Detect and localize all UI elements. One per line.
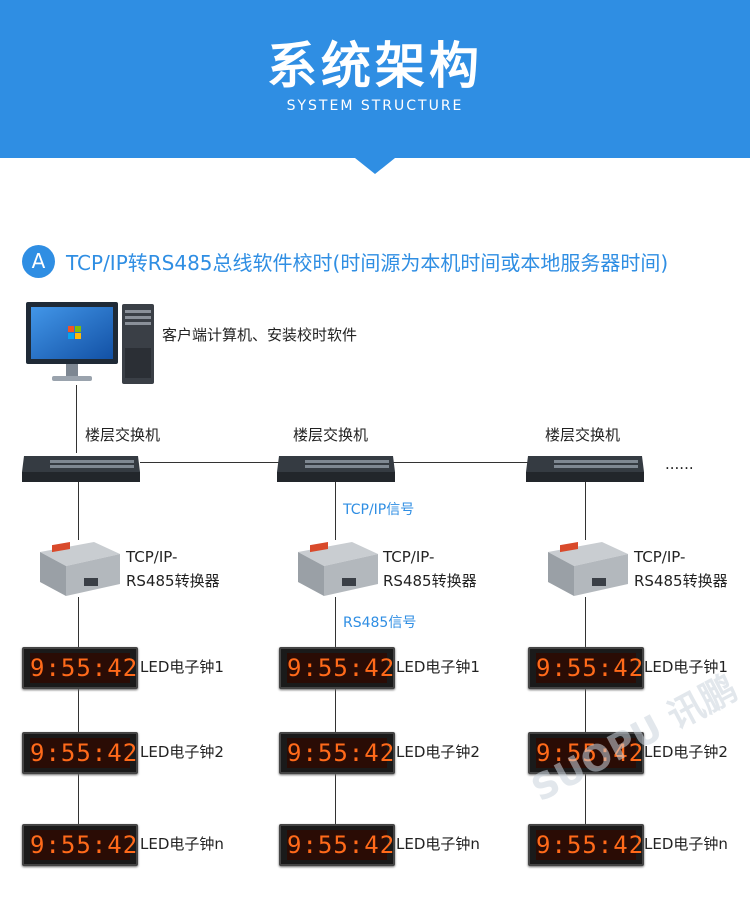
clock-digits: 9:55:42 xyxy=(536,738,645,768)
converter-label-1b: RS485转换器 xyxy=(126,572,220,590)
clock-digits: 9:55:42 xyxy=(287,830,396,860)
clock-label-n: LED电子钟n xyxy=(644,835,728,853)
led-clock: 9:55:42 xyxy=(279,824,395,866)
converter-label-2a: TCP/IP- xyxy=(383,548,435,566)
line-sw3-conv3 xyxy=(585,482,586,540)
line-sw2-conv2 xyxy=(335,482,336,540)
section-title: TCP/IP转RS485总线软件校时(时间源为本机时间或本地服务器时间) xyxy=(66,251,669,275)
clock-label-2: LED电子钟2 xyxy=(140,743,224,761)
clock-digits: 9:55:42 xyxy=(287,653,396,683)
computer-icon xyxy=(26,302,154,384)
clock-label-1: LED电子钟1 xyxy=(140,658,224,676)
clock-digits: 9:55:42 xyxy=(30,738,139,768)
clock-digits: 9:55:42 xyxy=(536,830,645,860)
section-badge: A xyxy=(22,245,55,278)
switch-icon xyxy=(277,456,395,482)
converter-label-2b: RS485转换器 xyxy=(383,572,477,590)
converter-icon xyxy=(298,542,378,596)
clock-label-2: LED电子钟2 xyxy=(644,743,728,761)
led-clock: 9:55:42 xyxy=(528,824,644,866)
line-col1-bus xyxy=(78,597,79,827)
more-indicator: ...... xyxy=(665,455,694,473)
clock-digits: 9:55:42 xyxy=(287,738,396,768)
led-clock: 9:55:42 xyxy=(528,647,644,689)
page-title: 系统架构 xyxy=(267,37,483,95)
clock-label-2: LED电子钟2 xyxy=(396,743,480,761)
clock-digits: 9:55:42 xyxy=(30,830,139,860)
led-clock: 9:55:42 xyxy=(528,732,644,774)
converter-label-3a: TCP/IP- xyxy=(634,548,686,566)
tcp-signal-label: TCP/IP信号 xyxy=(343,502,415,518)
clock-digits: 9:55:42 xyxy=(30,653,139,683)
switch-label-3: 楼层交换机 xyxy=(545,426,621,444)
rs485-signal-label: RS485信号 xyxy=(343,615,417,631)
switch-icon xyxy=(526,456,644,482)
line-col3-bus xyxy=(585,597,586,827)
converter-icon xyxy=(548,542,628,596)
page-subtitle: SYSTEM STRUCTURE xyxy=(286,98,464,114)
led-clock: 9:55:42 xyxy=(279,732,395,774)
computer-label: 客户端计算机、安装校时软件 xyxy=(162,326,358,344)
clock-label-n: LED电子钟n xyxy=(140,835,224,853)
led-clock: 9:55:42 xyxy=(22,647,138,689)
switch-label-1: 楼层交换机 xyxy=(85,426,161,444)
line-sw1-conv1 xyxy=(78,482,79,540)
converter-label-3b: RS485转换器 xyxy=(634,572,728,590)
clock-label-n: LED电子钟n xyxy=(396,835,480,853)
switch-label-2: 楼层交换机 xyxy=(293,426,369,444)
converter-label-1a: TCP/IP- xyxy=(126,548,178,566)
clock-digits: 9:55:42 xyxy=(536,653,645,683)
led-clock: 9:55:42 xyxy=(22,732,138,774)
line-col2-bus xyxy=(335,597,336,827)
clock-label-1: LED电子钟1 xyxy=(644,658,728,676)
header-banner xyxy=(0,0,750,158)
switch-icon xyxy=(22,456,140,482)
converter-icon xyxy=(40,542,120,596)
led-clock: 9:55:42 xyxy=(279,647,395,689)
led-clock: 9:55:42 xyxy=(22,824,138,866)
header-notch xyxy=(355,158,395,174)
line-pc-to-switch xyxy=(76,385,77,453)
clock-label-1: LED电子钟1 xyxy=(396,658,480,676)
